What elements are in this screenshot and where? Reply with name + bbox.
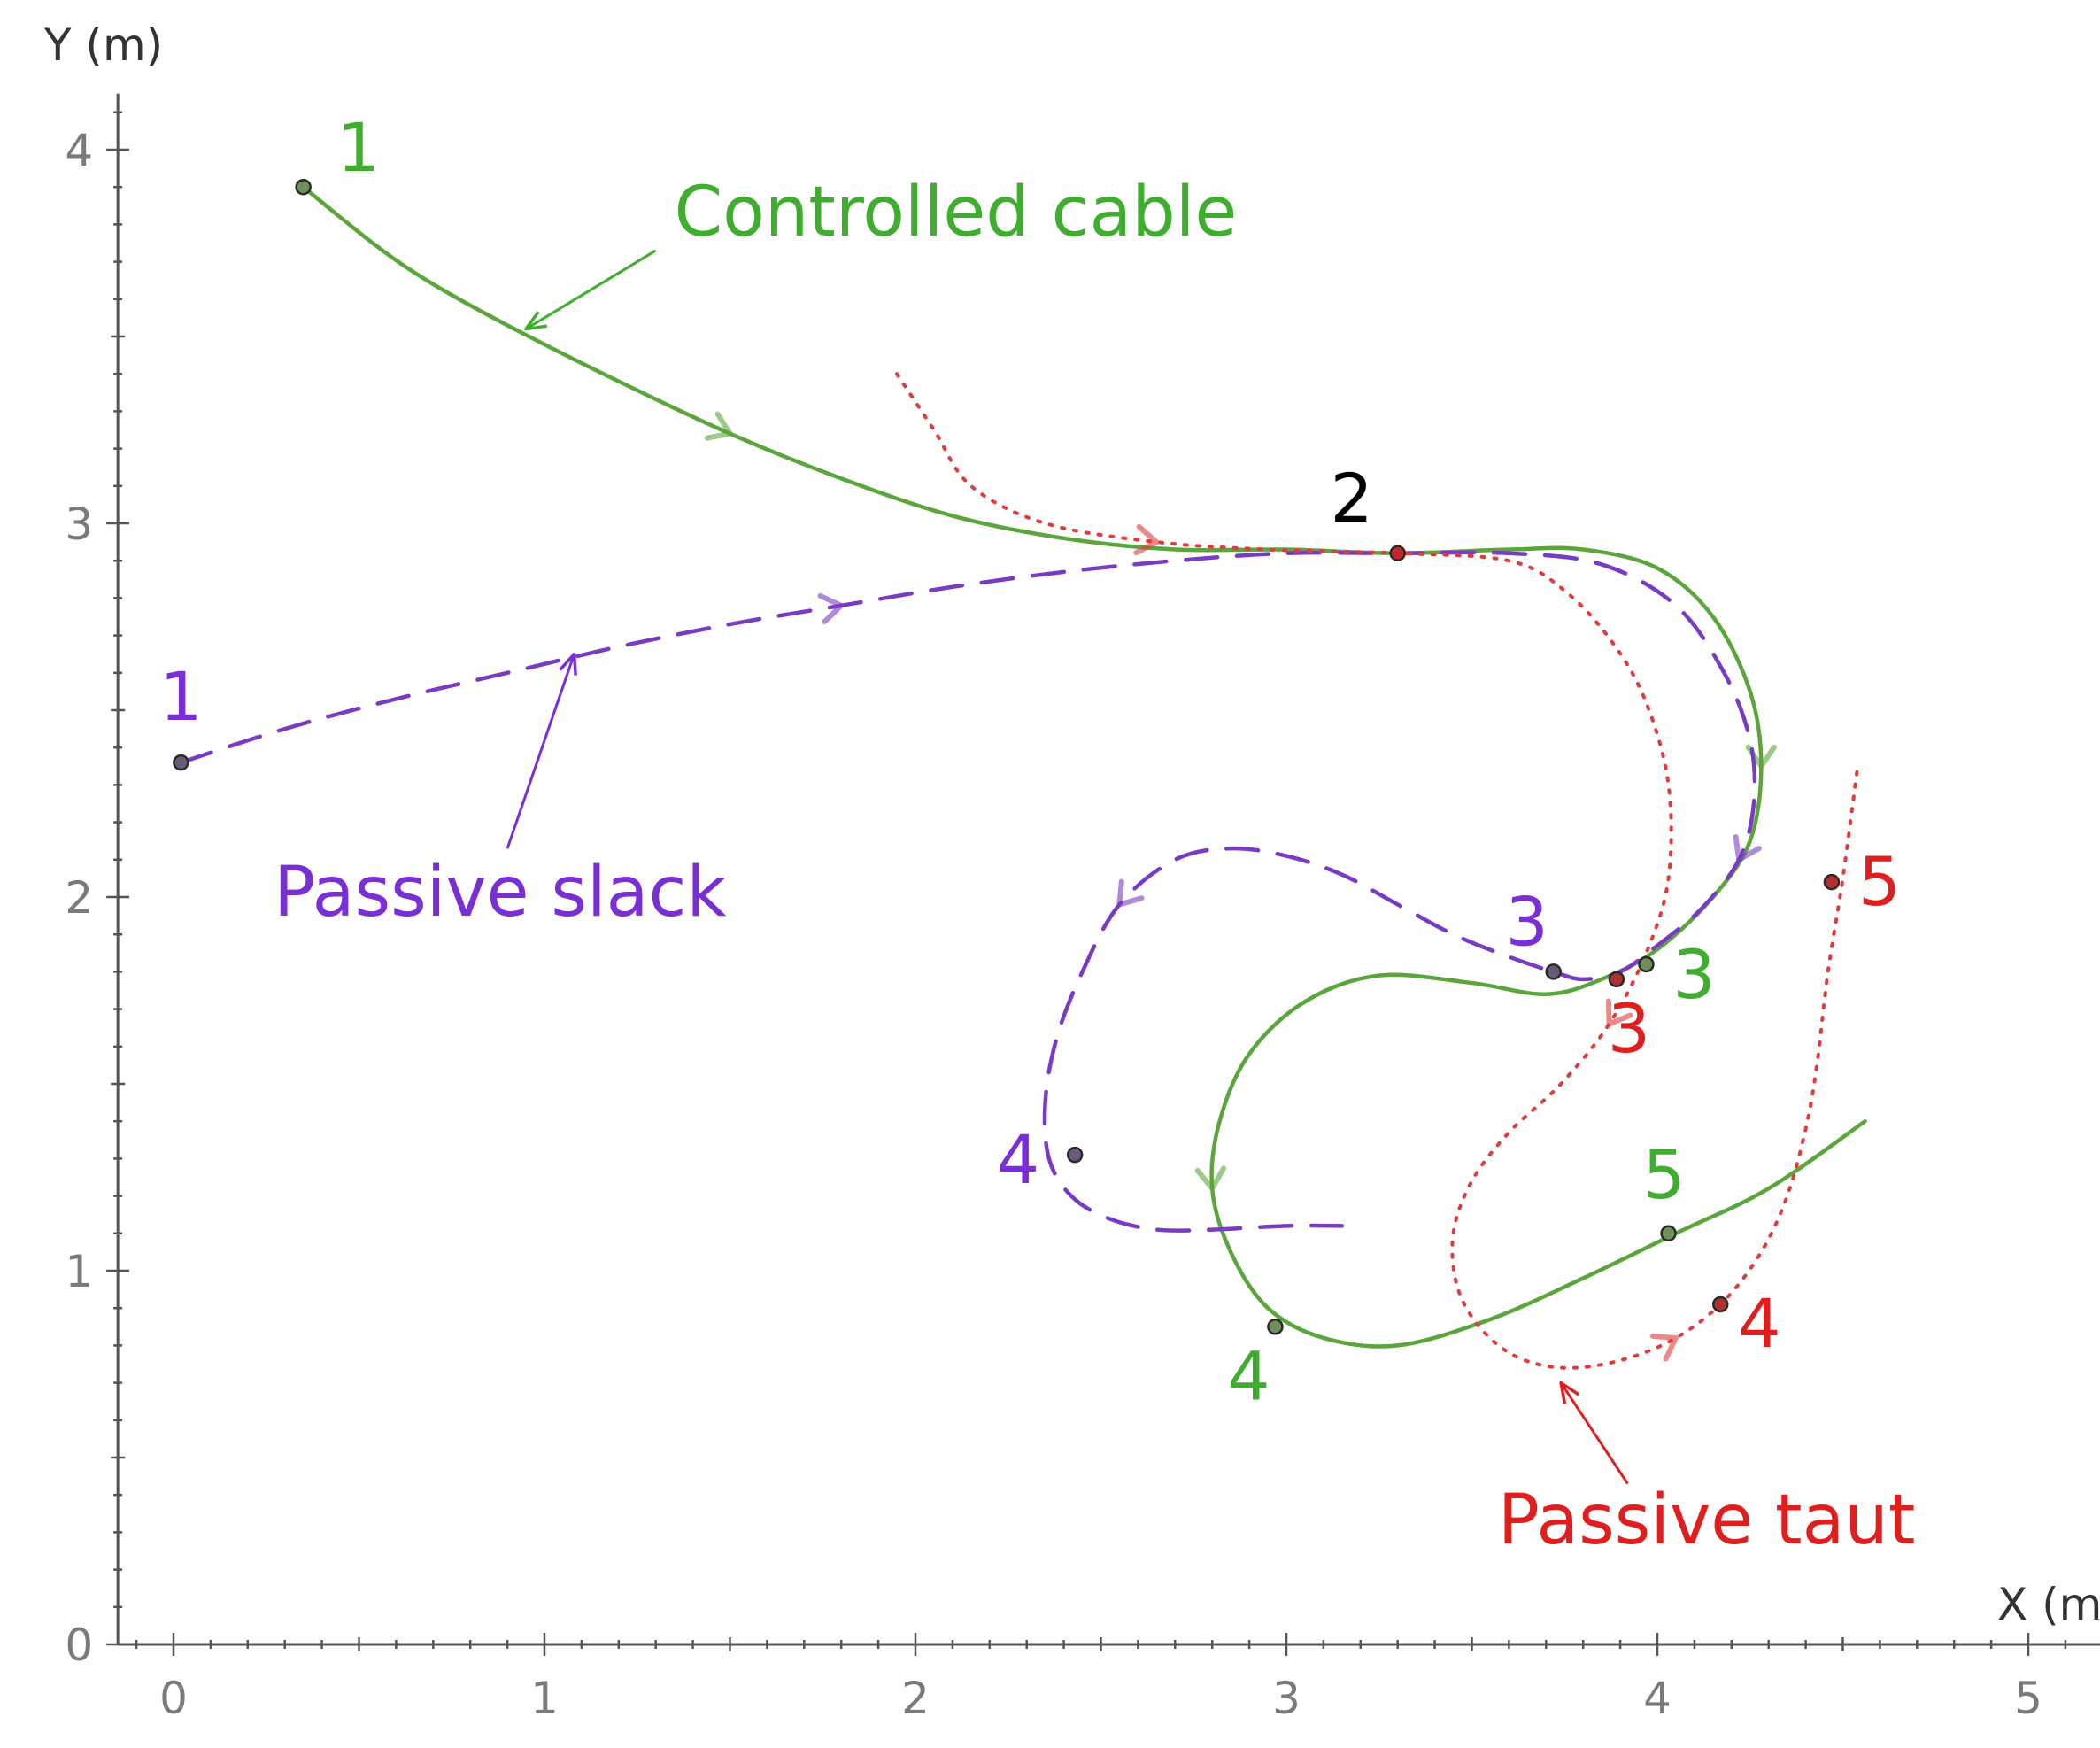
x-tick-label: 1	[530, 1673, 559, 1724]
direction-arrow	[1194, 1165, 1227, 1192]
x-tick-label: 2	[901, 1673, 930, 1724]
point-label: 4	[997, 1120, 1039, 1199]
annotation-arrowhead	[559, 652, 577, 676]
direction-arrow	[817, 592, 845, 624]
x-tick-label: 3	[1272, 1673, 1301, 1724]
point-marker	[1608, 971, 1625, 988]
annotation-arrow	[1559, 1381, 1629, 1485]
annotation-arrowhead	[1559, 1381, 1580, 1404]
point-marker	[1267, 1319, 1284, 1335]
y-tick-label: 4	[65, 125, 93, 176]
x-tick-label: 5	[2014, 1673, 2042, 1724]
x-axis-title: X (m)	[1997, 1579, 2100, 1630]
direction-arrow	[1733, 834, 1762, 862]
point-marker	[1066, 1146, 1084, 1164]
y-tick-label: 0	[65, 1620, 93, 1671]
x-tick-label: 4	[1643, 1673, 1672, 1724]
direction-arrow	[1116, 878, 1145, 908]
point-label: 2	[1331, 459, 1373, 538]
annotation-label: Passive taut	[1498, 1481, 1916, 1560]
point-label: 4	[1227, 1336, 1270, 1415]
annotation-label: Passive slack	[274, 853, 726, 932]
x-tick-label: 0	[159, 1673, 188, 1724]
series-line-passive-slack	[179, 550, 1757, 1233]
annotation-arrowhead	[524, 311, 548, 331]
point-label: 3	[1506, 882, 1548, 961]
annotation-arrow	[525, 249, 657, 330]
point-marker	[1545, 963, 1562, 980]
point-marker	[295, 178, 312, 196]
point-label: 1	[337, 108, 380, 187]
point-label: 4	[1738, 1284, 1780, 1363]
y-tick-label: 1	[65, 1246, 93, 1297]
point-label: 5	[1642, 1135, 1685, 1214]
point-marker	[1389, 545, 1406, 562]
y-tick-label: 3	[65, 499, 93, 550]
point-marker	[1638, 955, 1655, 973]
point-label: 3	[1672, 935, 1715, 1014]
annotation-label: Controlled cable	[675, 173, 1238, 252]
point-marker	[1823, 873, 1841, 891]
point-marker	[1711, 1296, 1729, 1313]
direction-arrow	[1605, 998, 1633, 1027]
point-label: 3	[1608, 989, 1650, 1068]
direction-arrow	[1650, 1333, 1679, 1362]
y-axis-title: Y (m)	[43, 19, 163, 71]
point-marker	[173, 754, 189, 771]
series-layer	[179, 184, 1867, 1370]
direction-arrow	[704, 411, 733, 441]
point-marker	[1660, 1225, 1677, 1242]
direction-arrow	[1133, 524, 1160, 556]
series-line-controlled-cable	[301, 184, 1867, 1349]
point-label: 1	[159, 657, 202, 736]
y-tick-label: 2	[65, 872, 93, 924]
annotation-arrow	[506, 654, 575, 849]
series-line-passive-taut	[895, 372, 1860, 1370]
point-label: 5	[1858, 842, 1901, 921]
